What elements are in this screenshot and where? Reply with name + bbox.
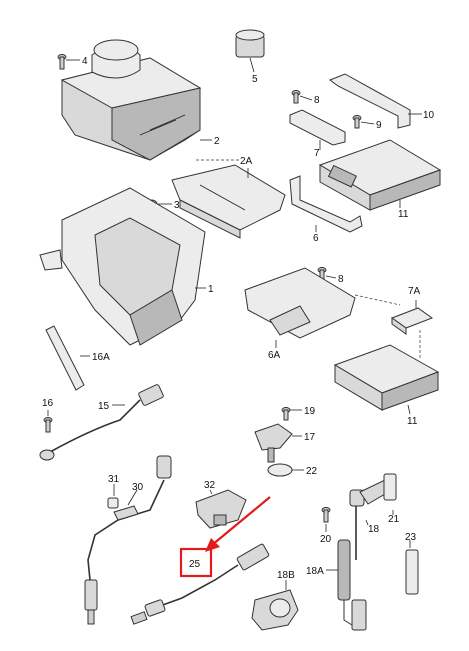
label-part-8-top: 8 xyxy=(314,95,320,106)
label-part-1: 1 xyxy=(208,284,214,295)
part-31-clip[interactable] xyxy=(107,497,139,521)
label-part-32: 32 xyxy=(204,480,216,491)
label-part-15: 15 xyxy=(98,401,110,412)
label-part-18: 18 xyxy=(368,524,380,535)
label-part-2a: 2A xyxy=(240,156,253,167)
part-20-bolt[interactable] xyxy=(321,507,331,523)
label-part-21: 21 xyxy=(388,514,400,525)
leader-lines xyxy=(47,57,422,590)
part-19-bolt[interactable] xyxy=(281,407,291,421)
part-11-control-unit-top[interactable] xyxy=(318,139,442,211)
part-10-bracket[interactable] xyxy=(328,73,411,129)
label-part-10: 10 xyxy=(423,110,435,121)
part-17-sensor[interactable] xyxy=(254,423,293,463)
part-8-bolt-top[interactable] xyxy=(291,90,301,104)
part-18b-cover[interactable] xyxy=(251,589,299,631)
label-part-16: 16 xyxy=(42,398,54,409)
part-9-bolt[interactable] xyxy=(352,115,362,129)
part-6-bracket[interactable] xyxy=(289,175,363,233)
part-16a-bracket[interactable] xyxy=(45,325,85,391)
label-part-7a: 7A xyxy=(408,286,421,297)
label-part-8-middle: 8 xyxy=(338,274,344,285)
label-part-31: 31 xyxy=(108,474,120,485)
part-11-control-unit-bottom[interactable] xyxy=(333,344,440,411)
label-part-4: 4 xyxy=(82,56,88,67)
label-part-23: 23 xyxy=(405,532,417,543)
part-2a-tray[interactable] xyxy=(171,164,286,239)
guide-line xyxy=(354,294,401,306)
label-part-6a: 6A xyxy=(268,350,281,361)
label-part-17: 17 xyxy=(304,432,316,443)
label-part-5: 5 xyxy=(252,74,258,85)
label-part-2: 2 xyxy=(214,136,220,147)
label-part-18b: 18B xyxy=(277,570,295,581)
part-4-bolt[interactable] xyxy=(57,54,67,70)
highlight-box xyxy=(179,547,213,578)
label-part-20: 20 xyxy=(320,534,332,545)
part-15-knock-sensor[interactable] xyxy=(39,384,164,461)
label-part-11-bottom: 11 xyxy=(407,416,418,427)
label-part-7: 7 xyxy=(314,148,320,159)
part-1-housing[interactable] xyxy=(39,187,206,346)
part-32-sensor[interactable] xyxy=(195,489,247,529)
part-25-lambda-sensor[interactable] xyxy=(130,543,270,625)
label-part-25: 25 xyxy=(189,559,201,570)
part-16-bolt[interactable] xyxy=(43,417,53,433)
part-7a-bracket[interactable] xyxy=(390,307,434,335)
label-part-11-top: 11 xyxy=(398,209,409,220)
part-7-bracket[interactable] xyxy=(289,109,346,146)
part-2-cover[interactable] xyxy=(60,39,202,161)
part-21-clip[interactable] xyxy=(383,473,397,501)
label-part-6: 6 xyxy=(313,233,319,244)
label-part-18a: 18A xyxy=(306,566,324,577)
label-part-19: 19 xyxy=(304,406,316,417)
part-30-lambda-sensor[interactable] xyxy=(84,455,172,625)
part-6a-plate[interactable] xyxy=(244,267,356,339)
label-part-3: 3 xyxy=(174,200,180,211)
label-part-9: 9 xyxy=(376,120,382,131)
label-part-22: 22 xyxy=(306,466,318,477)
part-5-sensor[interactable] xyxy=(235,29,265,58)
part-23-bracket[interactable] xyxy=(405,549,419,595)
part-22-seal[interactable] xyxy=(267,463,293,477)
label-part-16a: 16A xyxy=(92,352,110,363)
part-18a-harness[interactable] xyxy=(337,539,367,631)
label-part-30: 30 xyxy=(132,482,144,493)
